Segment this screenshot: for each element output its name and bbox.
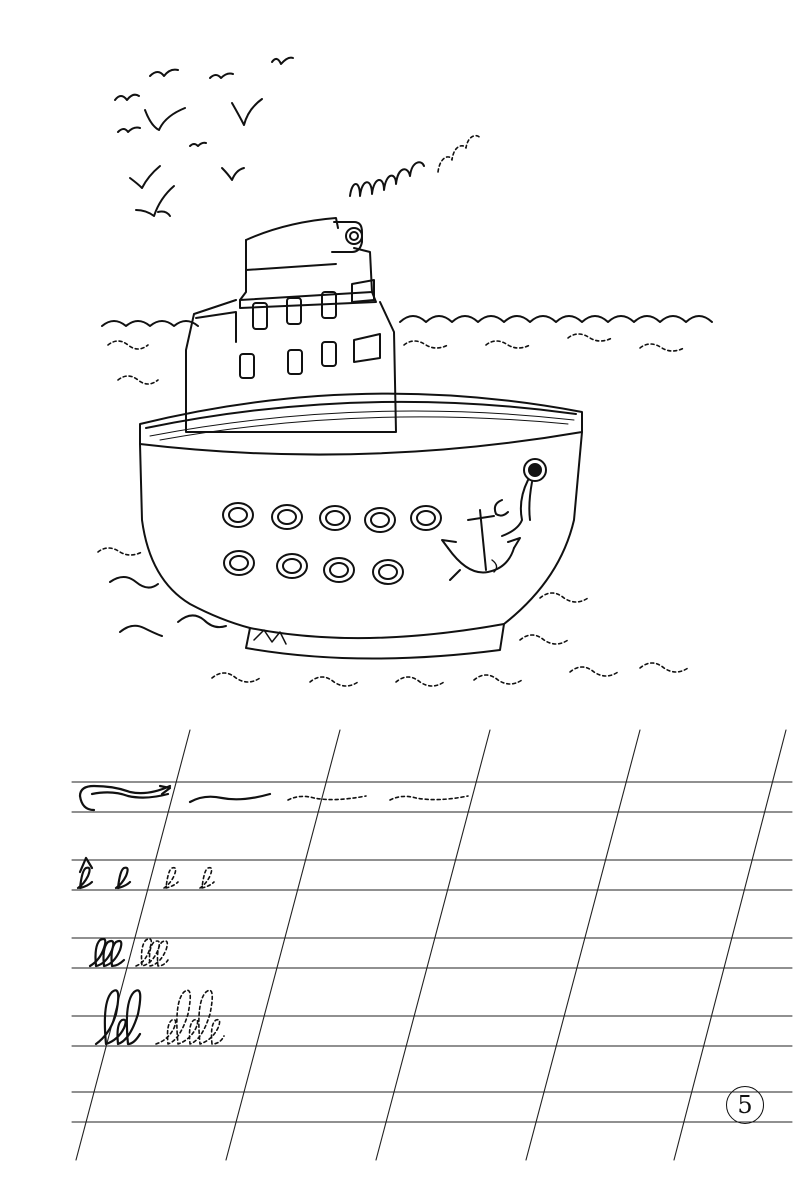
ship-illustration: [97, 56, 713, 687]
writing-grid: [71, 729, 793, 1161]
exercise-row-tall-loops: [94, 989, 225, 1046]
exercise-row-chained-loops: [88, 937, 169, 968]
sea-wave-line: [101, 315, 713, 327]
ruled-lines: [71, 781, 793, 1123]
smoke-icon: [349, 134, 481, 197]
upper-cabin: [239, 217, 377, 309]
page-number: 5: [726, 1086, 764, 1124]
exercise-row-wave-stroke: [78, 784, 469, 812]
lower-cabin: [185, 279, 397, 433]
portholes: [222, 502, 442, 585]
solid-waves: [109, 576, 227, 637]
slant-lines: [75, 729, 787, 1161]
dotted-waves: [97, 333, 689, 687]
exercise-row-letter-e: [76, 856, 215, 890]
anchor-icon: [441, 458, 547, 581]
seagulls-icon: [114, 56, 294, 217]
ship-hull: [139, 392, 583, 660]
